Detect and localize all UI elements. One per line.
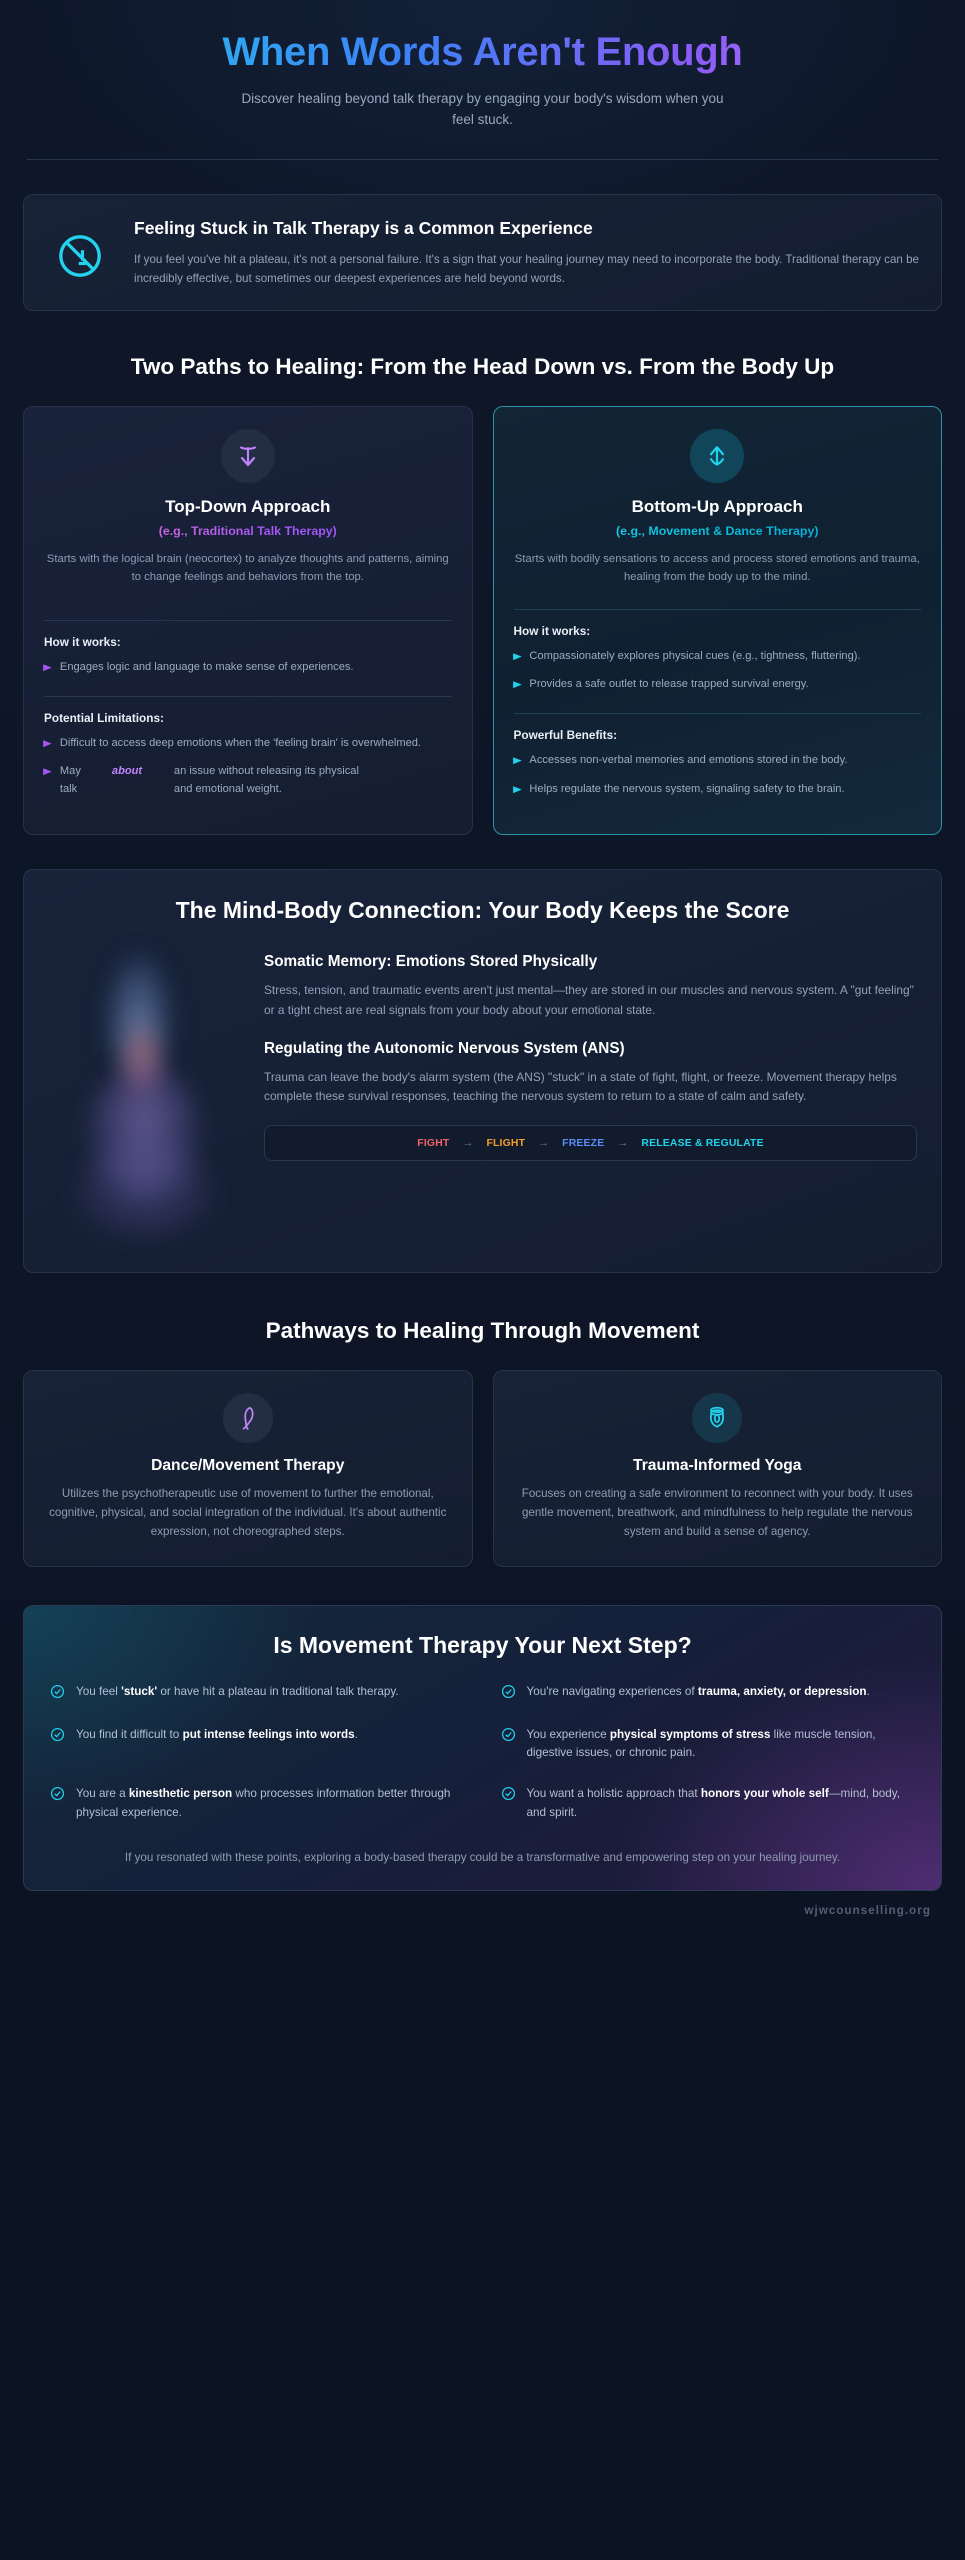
top-down-how-title: How it works: [44, 634, 121, 649]
arrow-bullet-icon: ▶ [512, 650, 522, 661]
arrow-up-icon [690, 429, 745, 484]
bottom-up-lede: Starts with bodily sensations to access … [514, 553, 920, 584]
ans-body: Trauma can leave the body's alarm system… [264, 1069, 897, 1104]
page-subtitle: Discover healing beyond talk therapy by … [241, 90, 724, 127]
somatic-memory-body: Stress, tension, and traumatic events ar… [264, 983, 914, 1017]
checklist-text: You're navigating experiences of trauma,… [526, 1684, 870, 1698]
check-circle-icon [50, 1785, 66, 1806]
card-divider [513, 608, 921, 610]
flow-step-release: RELEASE & REGULATE [641, 1137, 764, 1149]
list-item: You want a holistic approach that honors… [501, 1785, 916, 1822]
hero-section: When Words Aren't Enough Discover healin… [0, 0, 965, 131]
bottom-up-how-list: ▶ Compassionately explores physical cues… [512, 648, 922, 693]
list-item: ▶ Provides a safe outlet to release trap… [512, 676, 922, 693]
human-aura-silhouette [48, 948, 258, 1248]
arrow-bullet-icon: ▶ [512, 679, 522, 690]
top-down-limits-title: Potential Limitations: [44, 711, 164, 726]
arrow-bullet-icon: ▶ [43, 766, 52, 777]
check-circle-icon [501, 1683, 517, 1704]
check-circle-icon [50, 1726, 66, 1747]
top-down-card: Top-Down Approach (e.g., Traditional Tal… [23, 406, 473, 835]
dance-movement-body: Utilizes the psychotherapeutic use of mo… [49, 1487, 447, 1538]
feeling-stuck-card: Feeling Stuck in Talk Therapy is a Commo… [23, 193, 942, 312]
list-item: You experience physical symptoms of stre… [501, 1726, 916, 1763]
top-down-subtitle: (e.g., Traditional Talk Therapy) [44, 524, 452, 538]
no-entry-slash-icon [44, 217, 116, 281]
pathways-heading-wrap: Pathways to Healing Through Movement [0, 1317, 965, 1346]
checklist-text: You want a holistic approach that honors… [526, 1787, 901, 1819]
list-item: You are a kinesthetic person who process… [50, 1785, 465, 1822]
checklist-text: You feel 'stuck' or have hit a plateau i… [76, 1684, 399, 1698]
flow-step-freeze: FREEZE [562, 1137, 605, 1149]
list-item: You're navigating experiences of trauma,… [501, 1683, 916, 1704]
flow-step-flight: FLIGHT [486, 1137, 526, 1149]
check-circle-icon [50, 1683, 66, 1704]
pathways-grid: Dance/Movement Therapy Utilizes the psyc… [23, 1370, 942, 1567]
flow-arrow-icon: → [617, 1137, 629, 1150]
list-item: You feel 'stuck' or have hit a plateau i… [50, 1683, 465, 1704]
dance-movement-title: Dance/Movement Therapy [151, 1457, 345, 1475]
page-title: When Words Aren't Enough [0, 26, 965, 77]
flow-arrow-icon: → [462, 1137, 474, 1150]
dancing-figure-icon [222, 1393, 273, 1444]
bottom-up-subtitle: (e.g., Movement & Dance Therapy) [514, 524, 922, 538]
checklist-grid: You feel 'stuck' or have hit a plateau i… [50, 1683, 915, 1823]
list-item: ▶ Helps regulate the nervous system, sig… [512, 781, 922, 798]
list-item: ▶ Accesses non-verbal memories and emoti… [512, 752, 922, 769]
bottom-up-title: Bottom-Up Approach [631, 497, 803, 517]
arrow-bullet-icon: ▶ [43, 738, 52, 749]
list-item: ▶ Compassionately explores physical cues… [512, 648, 922, 665]
card-divider [44, 619, 452, 621]
meditation-yoga-icon [692, 1393, 743, 1444]
card-divider [513, 713, 921, 715]
two-paths-heading-wrap: Two Paths to Healing: From the Head Down… [0, 353, 965, 382]
trauma-informed-yoga-card: Trauma-Informed Yoga Focuses on creating… [492, 1370, 942, 1567]
list-item: You find it difficult to put intense fee… [50, 1726, 465, 1763]
bottom-up-card: Bottom-Up Approach (e.g., Movement & Dan… [492, 406, 942, 835]
ans-title: Regulating the Autonomic Nervous System … [264, 1039, 625, 1057]
header-divider [27, 158, 938, 160]
checklist-text: You find it difficult to put intense fee… [76, 1727, 358, 1741]
ans-flow-bar: FIGHT → FLIGHT → FREEZE → RELEASE & REGU… [264, 1125, 917, 1162]
pathways-heading: Pathways to Healing Through Movement [265, 1318, 700, 1344]
list-item: ▶ Difficult to access deep emotions when… [43, 735, 452, 752]
feeling-stuck-body: If you feel you've hit a plateau, it's n… [134, 252, 919, 285]
two-paths-heading: Two Paths to Healing: From the Head Down… [130, 354, 835, 380]
mind-body-heading: The Mind-Body Connection: Your Body Keep… [175, 896, 790, 923]
trauma-yoga-title: Trauma-Informed Yoga [633, 1457, 802, 1475]
next-step-checklist-card: Is Movement Therapy Your Next Step? You … [23, 1604, 942, 1891]
somatic-memory-title: Somatic Memory: Emotions Stored Physical… [264, 953, 598, 971]
checklist-text: You experience physical symptoms of stre… [526, 1727, 876, 1760]
checklist-text: You are a kinesthetic person who process… [76, 1787, 451, 1819]
check-circle-icon [501, 1785, 517, 1806]
bottom-up-benefits-title: Powerful Benefits: [513, 728, 618, 743]
arrow-bullet-icon: ▶ [512, 755, 522, 766]
arrow-bullet-icon: ▶ [43, 661, 52, 672]
bottom-up-benefits-list: ▶ Accesses non-verbal memories and emoti… [512, 752, 922, 798]
top-down-how-list: ▶ Engages logic and language to make sen… [43, 659, 452, 676]
list-item: ▶ Engages logic and language to make sen… [43, 659, 452, 676]
top-down-limits-list: ▶ Difficult to access deep emotions when… [43, 735, 452, 798]
bottom-up-how-title: How it works: [513, 623, 591, 638]
brand-watermark: wjwcounselling.org [804, 1904, 931, 1917]
feeling-stuck-title: Feeling Stuck in Talk Therapy is a Commo… [134, 217, 593, 238]
two-paths-grid: Top-Down Approach (e.g., Traditional Tal… [23, 406, 942, 835]
top-down-title: Top-Down Approach [165, 497, 331, 517]
arrow-bullet-icon: ▶ [512, 783, 522, 794]
checklist-heading: Is Movement Therapy Your Next Step? [273, 1631, 692, 1658]
trauma-yoga-body: Focuses on creating a safe environment t… [521, 1487, 913, 1538]
check-circle-icon [501, 1726, 517, 1747]
checklist-footer: If you resonated with these points, expl… [124, 1851, 841, 1865]
card-divider [44, 696, 452, 698]
flow-step-fight: FIGHT [417, 1137, 450, 1149]
mind-body-card: The Mind-Body Connection: Your Body Keep… [23, 868, 942, 1274]
top-down-lede: Starts with the logical brain (neocortex… [46, 553, 449, 584]
arrow-down-icon [220, 429, 275, 484]
dance-movement-therapy-card: Dance/Movement Therapy Utilizes the psyc… [23, 1370, 473, 1567]
flow-arrow-icon: → [538, 1137, 550, 1150]
